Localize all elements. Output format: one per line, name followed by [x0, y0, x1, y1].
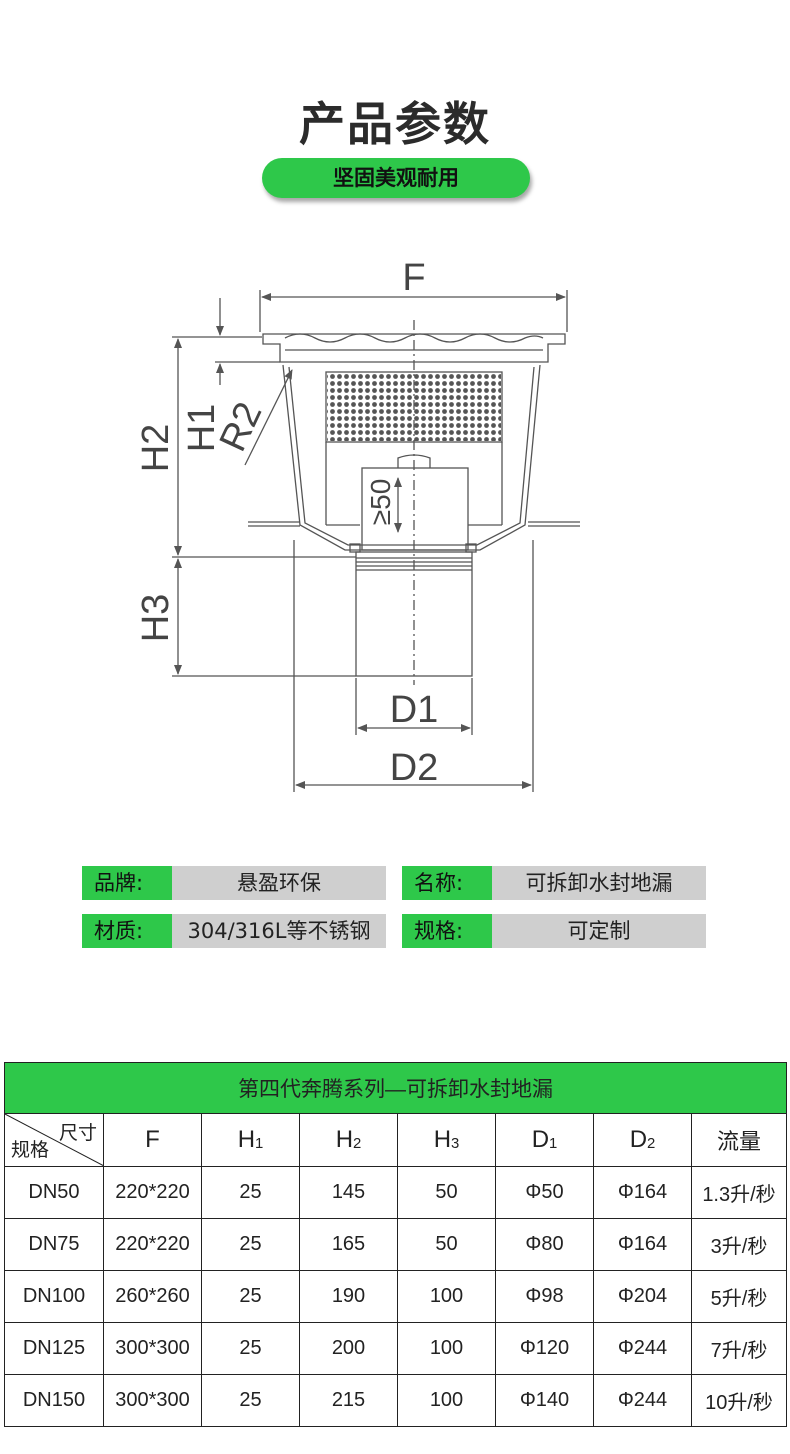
table-cell: 165	[299, 1218, 398, 1271]
table-cell: 215	[299, 1374, 398, 1427]
column-header-main: H	[433, 1126, 452, 1153]
subtitle-badge: 坚固美观耐用	[262, 158, 530, 198]
table-cell: Φ98	[495, 1270, 594, 1323]
table-cell: Φ50	[495, 1166, 594, 1219]
table-cell: 7升/秒	[691, 1322, 787, 1375]
table-cell: 100	[397, 1374, 496, 1427]
row-spec-cell: DN150	[4, 1374, 104, 1427]
technical-drawing: F D1 D2 H2 H3 H1 R2 ≥50	[135, 257, 580, 792]
column-header-main: F	[145, 1126, 160, 1153]
name-value: 可拆卸水封地漏	[492, 866, 706, 900]
brand-value: 悬盈环保	[172, 866, 386, 900]
table-cell: 1.3升/秒	[691, 1166, 787, 1219]
table-cell: 25	[201, 1166, 300, 1219]
column-header-sub: 3	[451, 1135, 460, 1152]
column-header-sub: 1	[549, 1135, 558, 1152]
column-header: D1	[495, 1113, 594, 1167]
brand-label: 品牌:	[82, 866, 172, 900]
table-cell: 220*220	[103, 1166, 202, 1219]
dim-label-h2: H2	[135, 424, 177, 473]
table-cell: 300*300	[103, 1374, 202, 1427]
column-header-main: D	[629, 1126, 648, 1153]
column-header: D2	[593, 1113, 692, 1167]
table-cell: 25	[201, 1270, 300, 1323]
dim-label-min50: ≥50	[365, 479, 396, 526]
row-spec-cell: DN100	[4, 1270, 104, 1323]
name-label: 名称:	[402, 866, 492, 900]
row-spec-cell: DN125	[4, 1322, 104, 1375]
dim-label-f: F	[402, 257, 425, 299]
table-corner-cell: 尺寸 规格	[4, 1113, 104, 1167]
material-value: 304/316L等不锈钢	[172, 914, 386, 948]
spec-row-2: 材质: 304/316L等不锈钢 规格: 可定制	[82, 914, 706, 948]
table-cell: 260*260	[103, 1270, 202, 1323]
column-header: H3	[397, 1113, 496, 1167]
table-cell: 25	[201, 1218, 300, 1271]
table-cell: 220*220	[103, 1218, 202, 1271]
table-cell: 5升/秒	[691, 1270, 787, 1323]
spec-row-1: 品牌: 悬盈环保 名称: 可拆卸水封地漏	[82, 866, 706, 900]
table-cell: Φ80	[495, 1218, 594, 1271]
table-cell: Φ120	[495, 1322, 594, 1375]
table-caption: 第四代奔腾系列—可拆卸水封地漏	[4, 1062, 787, 1114]
table-cell: Φ244	[593, 1374, 692, 1427]
corner-size-label: 尺寸	[58, 1123, 97, 1144]
table-cell: Φ140	[495, 1374, 594, 1427]
column-header-sub: 2	[353, 1135, 362, 1152]
column-header: 流量	[691, 1113, 787, 1167]
table-cell: Φ204	[593, 1270, 692, 1323]
dim-label-d1: D1	[390, 689, 439, 731]
table-cell: 50	[397, 1166, 496, 1219]
table-cell: 100	[397, 1322, 496, 1375]
table-cell: 50	[397, 1218, 496, 1271]
table-cell: Φ164	[593, 1166, 692, 1219]
row-spec-cell: DN50	[4, 1166, 104, 1219]
table-cell: 3升/秒	[691, 1218, 787, 1271]
table-cell: Φ244	[593, 1322, 692, 1375]
column-header-main: 流量	[716, 1129, 761, 1154]
table-cell: 190	[299, 1270, 398, 1323]
column-header-main: H	[237, 1126, 256, 1153]
column-header-sub: 1	[255, 1135, 264, 1152]
dim-label-d2: D2	[390, 747, 439, 789]
table-cell: 200	[299, 1322, 398, 1375]
column-header-main: D	[531, 1126, 550, 1153]
column-header: H2	[299, 1113, 398, 1167]
column-header: F	[103, 1113, 202, 1167]
row-spec-cell: DN75	[4, 1218, 104, 1271]
dim-label-h1: H1	[181, 404, 223, 453]
table-cell: 300*300	[103, 1322, 202, 1375]
table-cell: 100	[397, 1270, 496, 1323]
spec-label: 规格:	[402, 914, 492, 948]
corner-spec-label: 规格	[11, 1140, 50, 1161]
table-cell: Φ164	[593, 1218, 692, 1271]
table-cell: 145	[299, 1166, 398, 1219]
table-cell: 25	[201, 1374, 300, 1427]
table-cell: 10升/秒	[691, 1374, 787, 1427]
material-label: 材质:	[82, 914, 172, 948]
table-cell: 25	[201, 1322, 300, 1375]
page-title: 产品参数	[299, 97, 491, 151]
column-header: H1	[201, 1113, 300, 1167]
spec-value: 可定制	[492, 914, 706, 948]
column-header-main: H	[335, 1126, 354, 1153]
dim-label-h3: H3	[135, 594, 177, 643]
column-header-sub: 2	[647, 1135, 656, 1152]
